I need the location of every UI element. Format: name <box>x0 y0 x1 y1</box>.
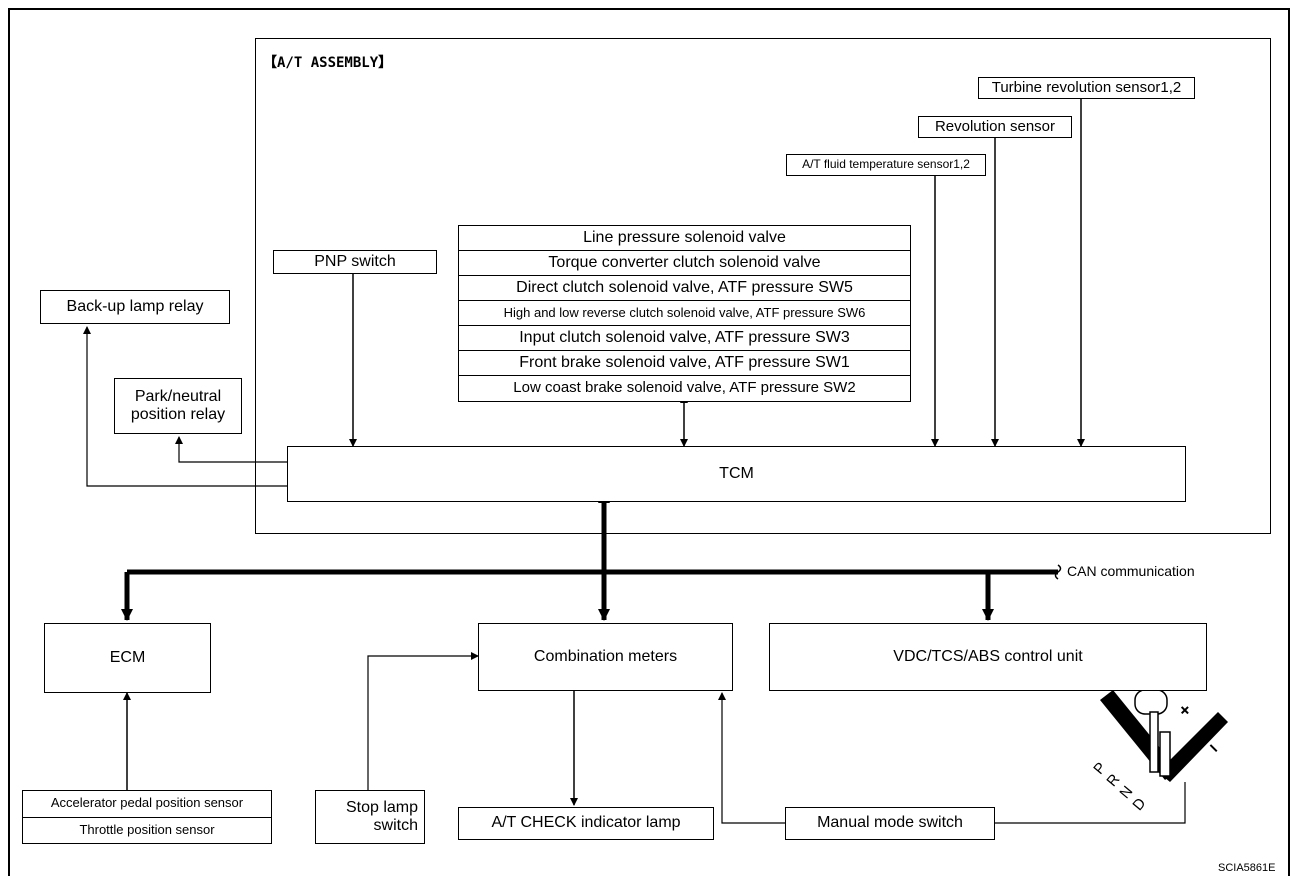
combination-meters-box: Combination meters <box>478 623 733 691</box>
revolution-sensor: Revolution sensor <box>918 116 1072 138</box>
stop-lamp-line-1: Stop lamp <box>345 798 418 816</box>
ecm-box: ECM <box>44 623 211 693</box>
solenoid-valve-block: Line pressure solenoid valve Torque conv… <box>458 225 911 402</box>
shifter-to-manual-mode-line <box>995 782 1186 824</box>
pnp-switch: PNP switch <box>273 250 437 274</box>
solenoid-row: Torque converter clutch solenoid valve <box>459 251 910 276</box>
accelerator-pedal-position-sensor: Accelerator pedal position sensor <box>23 791 271 818</box>
vdc-tcs-abs-control-unit: VDC/TCS/ABS control unit <box>769 623 1207 691</box>
stop-lamp-switch: Stop lamp switch <box>315 790 425 844</box>
solenoid-row: Low coast brake solenoid valve, ATF pres… <box>513 379 856 397</box>
park-relay-line-2: position relay <box>130 406 226 423</box>
outer-frame <box>8 8 1290 876</box>
park-relay-line-1: Park/neutral <box>134 387 222 405</box>
at-check-indicator-lamp: A/T CHECK indicator lamp <box>458 807 714 840</box>
tcm-to-park-relay-arrow <box>175 436 287 463</box>
solenoid-row: Input clutch solenoid valve, ATF pressur… <box>459 326 910 351</box>
solenoid-row: High and low reverse clutch solenoid val… <box>459 301 910 326</box>
ecm-sensor-block: Accelerator pedal position sensor Thrott… <box>22 790 272 844</box>
figure-id: SCIA5861E <box>1218 862 1276 874</box>
tcm-box: TCM <box>287 446 1186 502</box>
stop-lamp-line-2: switch <box>373 817 418 834</box>
solenoid-row: Front brake solenoid valve, ATF pressure… <box>459 351 910 376</box>
solenoid-row: Direct clutch solenoid valve, ATF pressu… <box>459 276 910 301</box>
park-neutral-position-relay: Park/neutral position relay <box>114 378 242 434</box>
tcm-to-backup-relay-arrow <box>83 326 287 487</box>
at-assembly-frame <box>255 38 1271 534</box>
manual-mode-switch: Manual mode switch <box>785 807 995 840</box>
backup-lamp-relay: Back-up lamp relay <box>40 290 230 324</box>
at-assembly-title: 【A/T ASSEMBLY】 <box>263 55 393 71</box>
manual-mode-to-meters-arrow <box>718 692 785 824</box>
can-communication-label: CAN communication <box>1067 563 1195 579</box>
stop-lamp-to-meters-arrow <box>367 652 479 790</box>
fluid-temperature-sensor: A/T fluid temperature sensor1,2 <box>786 154 986 176</box>
shift-lever-icon <box>1100 689 1228 782</box>
turbine-revolution-sensor: Turbine revolution sensor1,2 <box>978 77 1195 99</box>
can-bus-break <box>1054 564 1062 580</box>
throttle-position-sensor: Throttle position sensor <box>79 821 215 837</box>
solenoid-row: Line pressure solenoid valve <box>459 226 910 251</box>
